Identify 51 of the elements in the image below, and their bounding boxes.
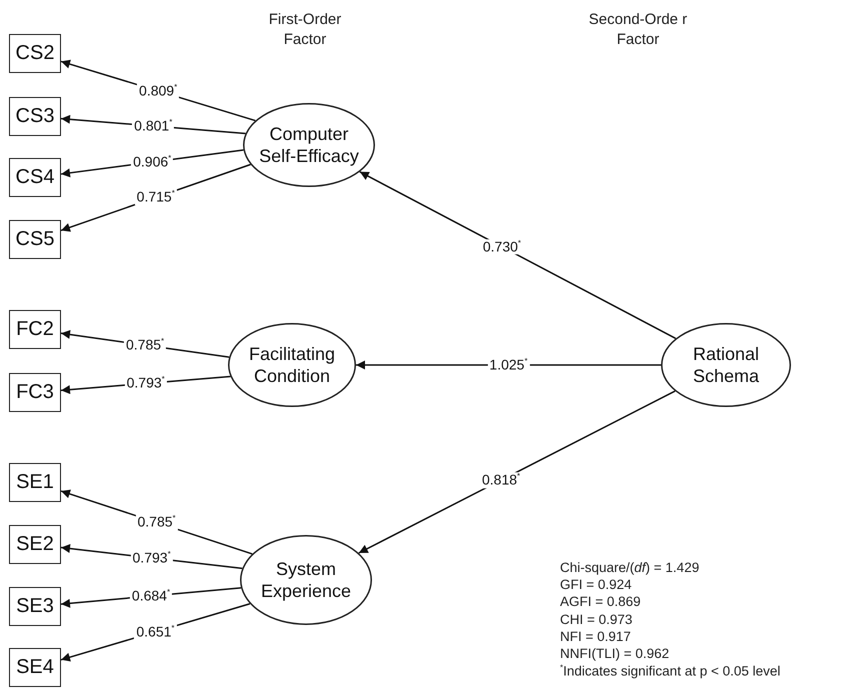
note-text: Chi-square/(df) = 1.429 <box>560 560 700 576</box>
edge-label: 1.025$^{*}$ <box>487 357 530 373</box>
indicator-box <box>9 525 61 564</box>
edge-label: 0.818$^{*}$ <box>480 472 522 488</box>
indicator-box <box>9 587 61 626</box>
indicator-box <box>9 97 61 136</box>
indicator-box <box>9 463 61 502</box>
factor-label: Computer Self-Efficacy <box>258 122 360 168</box>
edge-label: 0.793$^{*}$ <box>130 550 173 566</box>
indicator-box <box>9 310 61 349</box>
indicator-box <box>9 648 61 687</box>
indicator-label: CS2 <box>16 42 54 65</box>
edge-label: 0.785$^{*}$ <box>136 514 178 530</box>
edge-label: 0.684$^{*}$ <box>130 588 172 604</box>
note-text: NFI = 0.917 <box>560 628 631 645</box>
indicator-box <box>9 34 61 73</box>
indicator-box <box>9 158 61 197</box>
indicator-label: CS5 <box>16 228 54 251</box>
edge-label: 0.785$^{*}$ <box>124 337 166 353</box>
factor-label: System Experience <box>260 558 352 602</box>
factor-level-heading: First-Order Factor <box>268 10 342 50</box>
arrow <box>359 171 676 340</box>
note-text: CHI = 0.973 <box>560 612 632 628</box>
edge-label: 0.809$^{*}$ <box>137 83 180 99</box>
factor-level-heading: Second-Orde r Factor <box>588 10 688 50</box>
factor-label: Rational Schema <box>692 342 760 388</box>
note-text: AGFI = 0.869 <box>560 594 641 611</box>
note-text: $^{*}$Indicates significant at p < 0.05 level <box>560 663 780 680</box>
indicator-label: SE3 <box>16 595 54 618</box>
factor-label: Facilitating Condition <box>248 342 336 388</box>
factor-ellipse <box>240 535 372 625</box>
edge-label: 0.906$^{*}$ <box>131 154 174 170</box>
indicator-label: SE2 <box>16 533 54 556</box>
edge-label: 0.715$^{*}$ <box>134 190 177 206</box>
edge-label: 0.651$^{*}$ <box>134 624 177 640</box>
factor-ellipse <box>243 103 375 187</box>
note-text: NNFI(TLI) = 0.962 <box>560 646 670 662</box>
note-text: GFI = 0.924 <box>560 577 632 594</box>
indicator-label: FC2 <box>16 318 54 341</box>
arrow <box>358 390 676 554</box>
indicator-label: CS4 <box>16 166 54 189</box>
indicator-label: SE4 <box>16 656 54 679</box>
factor-ellipse <box>661 323 791 407</box>
factor-ellipse <box>228 323 356 407</box>
indicator-box <box>9 373 61 412</box>
edge-label: 0.801$^{*}$ <box>132 118 174 134</box>
edge-label: 0.730$^{*}$ <box>480 239 524 254</box>
indicator-label: CS3 <box>16 105 54 128</box>
indicator-label: SE1 <box>16 471 54 494</box>
indicator-label: FC3 <box>16 381 54 404</box>
indicator-box <box>9 220 61 259</box>
